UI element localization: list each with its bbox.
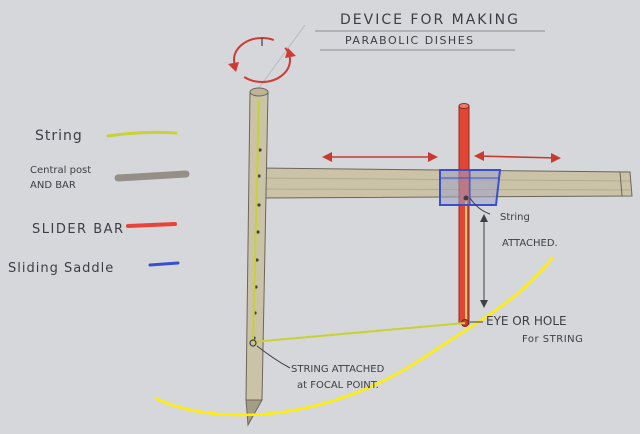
legend-label-central-post-line2: AND BAR [30,180,76,191]
legend: String Central post AND BAR SLIDER BAR S… [8,128,190,276]
annotation-focal-point-line1: STRING ATTACHED [291,364,385,375]
parabola-curve [154,256,554,417]
focal-point [249,339,257,347]
legend-swatch-slider-bar [126,222,177,228]
construction-line [249,24,306,101]
annotation-eye-hole-line1: EYE OR HOLE [486,314,567,328]
legend-label-central-post-line1: Central post [30,165,91,176]
rotation-icon [228,37,296,83]
annotation-string-attached-line1: String [500,212,530,223]
title: DEVICE FOR MAKING PARABOLIC DISHES [315,12,545,51]
legend-label-sliding-saddle: Sliding Saddle [8,261,114,276]
annotation-focal-point-line2: at FOCAL POINT. [297,380,379,391]
legend-swatch-string [106,130,178,138]
annotation-focal-point: STRING ATTACHED at FOCAL POINT. [256,345,385,391]
annotation-eye-hole: EYE OR HOLE For STRING [470,314,583,345]
title-line-1: DEVICE FOR MAKING [340,12,520,28]
slide-arrows [322,151,561,163]
legend-swatch-sliding-saddle [148,261,180,267]
legend-label-string: String [35,128,83,144]
sliding-saddle [439,169,502,206]
slider-bar [458,103,470,325]
title-line-2: PARABOLIC DISHES [345,34,475,47]
string-diagonal [252,322,466,343]
vertical-distance-arrow [480,214,488,308]
string-vertical [252,99,260,343]
annotation-string-attached-line2: ATTACHED. [502,238,558,249]
central-post [245,87,269,427]
legend-label-slider-bar: SLIDER BAR [32,222,125,237]
annotation-string-attached: String ATTACHED. [469,197,558,249]
string-attachment-point [463,195,469,201]
annotation-eye-hole-line2: For STRING [522,334,583,345]
legend-swatch-central-post [114,170,190,182]
